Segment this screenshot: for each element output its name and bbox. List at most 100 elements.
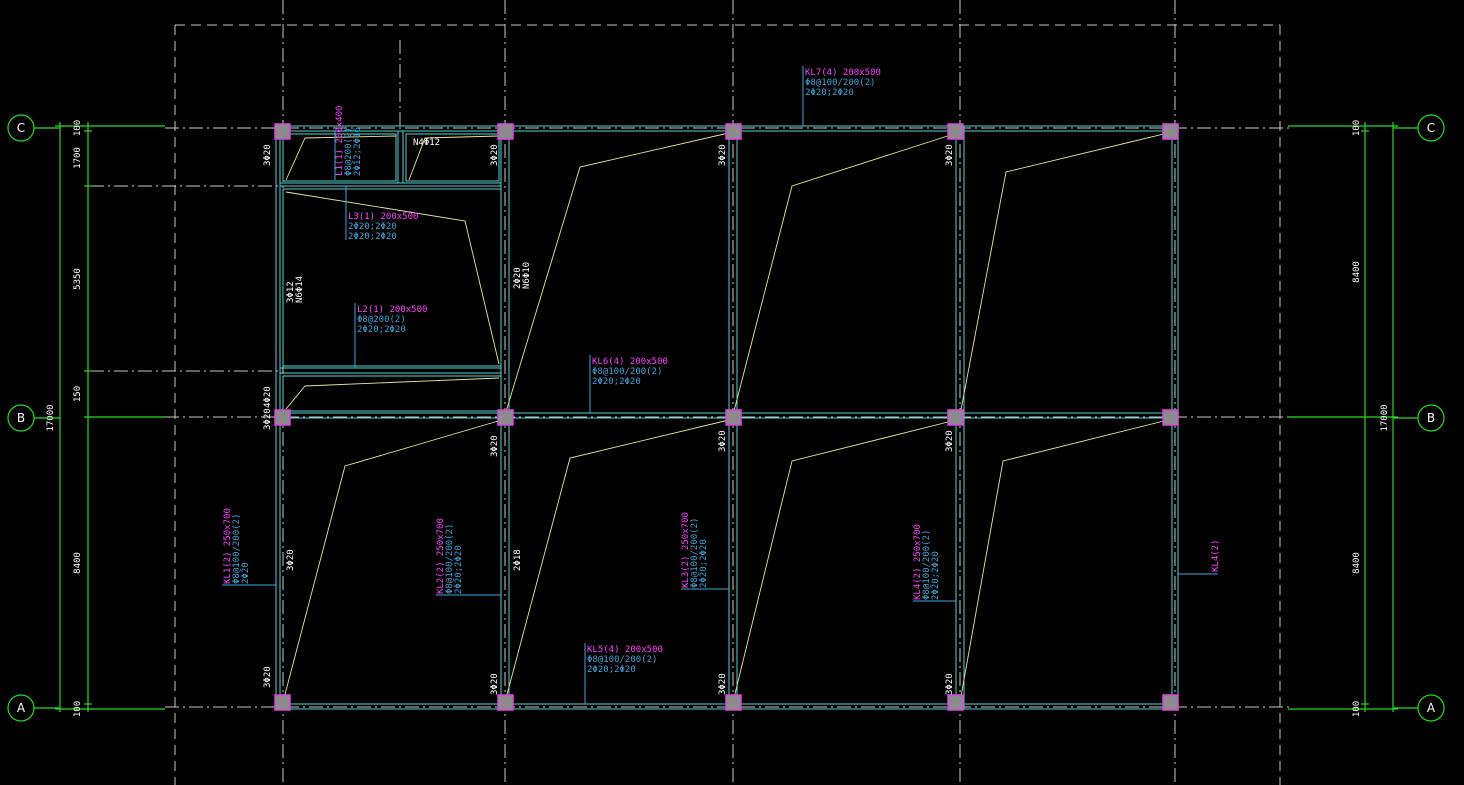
beam-title: KL2(2) 250x700	[436, 518, 446, 594]
column	[725, 694, 742, 711]
beam-annotation-kl2: KL2(2) 250x700 Φ8@100/200(2) 2Φ20;2Φ20	[436, 518, 501, 596]
beam-stirrup: Φ8@100/200(2)	[805, 78, 875, 88]
beam-annotation-kl7: KL7(4) 200x500 Φ8@100/200(2) 2Φ20;2Φ20	[802, 66, 881, 126]
beam-annotation-l1: L1(1) 200x400 Φ8@200(2) 2Φ12;2Φ16	[334, 106, 363, 180]
dim-text: 8400	[73, 552, 83, 574]
rebar-label: 3Φ20	[263, 144, 273, 166]
grid-label: B	[1427, 411, 1435, 425]
dim-text: 100	[73, 120, 83, 136]
grid-bubble-a-right	[1417, 694, 1445, 722]
beam-title: KL5(4) 200x500	[587, 645, 663, 655]
column	[725, 409, 742, 426]
column	[497, 409, 514, 426]
beam-rebar: 2Φ20;2Φ20	[592, 377, 641, 387]
slab-rebar-lines	[282, 131, 1173, 703]
grid-label: C	[1427, 121, 1435, 135]
left-dimension-chain: 100 1700 5350 150 17000 8400 100	[46, 120, 165, 717]
beam-stirrup: Φ8@200(2)	[344, 127, 354, 176]
beam-annotation-kl4-right: KL4(2)	[1178, 539, 1221, 575]
grid-bubble-c-right	[1417, 114, 1445, 142]
beam-annotation-kl5: KL5(4) 200x500 Φ8@100/200(2) 2Φ20;2Φ20	[584, 643, 663, 704]
beam-title: KL1(2) 250x700	[223, 508, 233, 584]
rebar-label: 3Φ20	[490, 144, 500, 166]
beam-rebar: 2Φ20;2Φ20	[587, 665, 636, 675]
beam-title: KL6(4) 200x500	[592, 357, 668, 367]
beam-title: KL7(4) 200x500	[805, 68, 881, 78]
beam-rebar: 2Φ20	[241, 562, 251, 584]
beam-title: L3(1) 200x500	[348, 212, 418, 222]
beam-rebar: 2Φ20;2Φ20	[931, 551, 941, 600]
rebar-label: 2Φ20	[513, 267, 523, 289]
dim-text: 8400	[1352, 552, 1362, 574]
beam-title: KL4(2)	[1211, 539, 1221, 572]
beam-annotation-kl1: KL1(2) 250x700 Φ8@100/200(2) 2Φ20	[222, 508, 276, 586]
column	[274, 123, 291, 140]
right-dimension-chain: 100 8400 17000 8400 100	[1288, 120, 1398, 717]
column	[274, 694, 291, 711]
beam-annotation-kl4: KL4(2) 250x700 Φ8@100/200(2) 2Φ20;2Φ20	[913, 524, 956, 602]
grid-label: B	[17, 411, 25, 425]
beam-title: KL4(2) 250x700	[913, 524, 923, 600]
beam-rebar: 2Φ20;2Φ20	[348, 232, 397, 242]
beam-rebar: 2Φ20;2Φ20	[805, 88, 854, 98]
rebar-label: 3Φ20	[945, 144, 955, 166]
column	[497, 694, 514, 711]
dim-text: 17000	[1380, 404, 1390, 431]
beam-stirrup: Φ8@100/200(2)	[445, 524, 455, 594]
grid-bubble-b-left	[7, 404, 35, 432]
rebar-label: N6Φ10	[522, 262, 532, 289]
beam-rebar: 2Φ20;2Φ20	[454, 545, 464, 594]
dim-text: 8400	[1352, 261, 1362, 283]
column	[947, 123, 964, 140]
grid-label: A	[1427, 701, 1436, 715]
dim-text: 100	[1352, 120, 1362, 136]
column	[947, 694, 964, 711]
beam-rebar: 2Φ20;2Φ20	[699, 539, 709, 588]
column	[725, 123, 742, 140]
beam-stirrup: Φ8@100/200(2)	[587, 655, 657, 665]
beam-title: L1(1) 200x400	[335, 106, 345, 176]
rebar-label: 3Φ20	[718, 430, 728, 452]
grid-label: A	[17, 701, 26, 715]
beam-rebar: 2Φ20;2Φ20	[348, 222, 397, 232]
rebar-label: N6Φ14	[295, 276, 305, 303]
rebar-label: 4Φ20	[263, 386, 273, 408]
dim-text: 1700	[73, 147, 83, 169]
beam-title: L2(1) 200x500	[357, 305, 427, 315]
rebar-label: 3Φ20	[286, 549, 296, 571]
beam-stirrup: Φ8@200(2)	[357, 315, 406, 325]
dim-text: 100	[73, 701, 83, 717]
grid-bubble-c-left	[7, 114, 35, 142]
dim-text: 5350	[73, 268, 83, 290]
column	[274, 409, 291, 426]
rebar-label: 3Φ12	[286, 281, 296, 303]
beam-title: KL3(2) 250x700	[681, 512, 691, 588]
grid-bubbles: C B A C B A	[7, 114, 1445, 722]
rebar-label: 3Φ20	[490, 673, 500, 695]
column	[1162, 409, 1179, 426]
beam-stirrup: Φ8@100/200(2)	[232, 514, 242, 584]
rebar-label: N4Φ12	[413, 138, 440, 148]
beam-rebar: 2Φ20;2Φ20	[357, 325, 406, 335]
rebar-label: 3Φ20	[945, 430, 955, 452]
outer-frame	[174, 24, 1281, 785]
beam-stirrup: Φ8@100/200(2)	[922, 530, 932, 600]
grid-bubble-b-right	[1417, 404, 1445, 432]
rebar-label: 3Φ20	[263, 666, 273, 688]
rebar-label: 3Φ20	[718, 144, 728, 166]
column	[497, 123, 514, 140]
columns	[274, 123, 1179, 711]
column	[947, 409, 964, 426]
grid-label: C	[17, 121, 25, 135]
rebar-label: 3Φ20	[263, 408, 273, 430]
beam-stirrup: Φ8@100/200(2)	[690, 518, 700, 588]
dim-text: 150	[73, 386, 83, 402]
grid-bubble-a-left	[7, 694, 35, 722]
rebar-label: 3Φ20	[945, 673, 955, 695]
rebar-label: 3Φ20	[490, 435, 500, 457]
rebar-labels: 3Φ20 3Φ20 3Φ20 3Φ20 4Φ20 3Φ20 3Φ20 3Φ20 …	[263, 138, 955, 695]
beam-annotation-l3: L3(1) 200x500 2Φ20;2Φ20 2Φ20;2Φ20	[345, 186, 418, 242]
rebar-label: 3Φ20	[718, 673, 728, 695]
beam-stirrup: Φ8@100/200(2)	[592, 367, 662, 377]
